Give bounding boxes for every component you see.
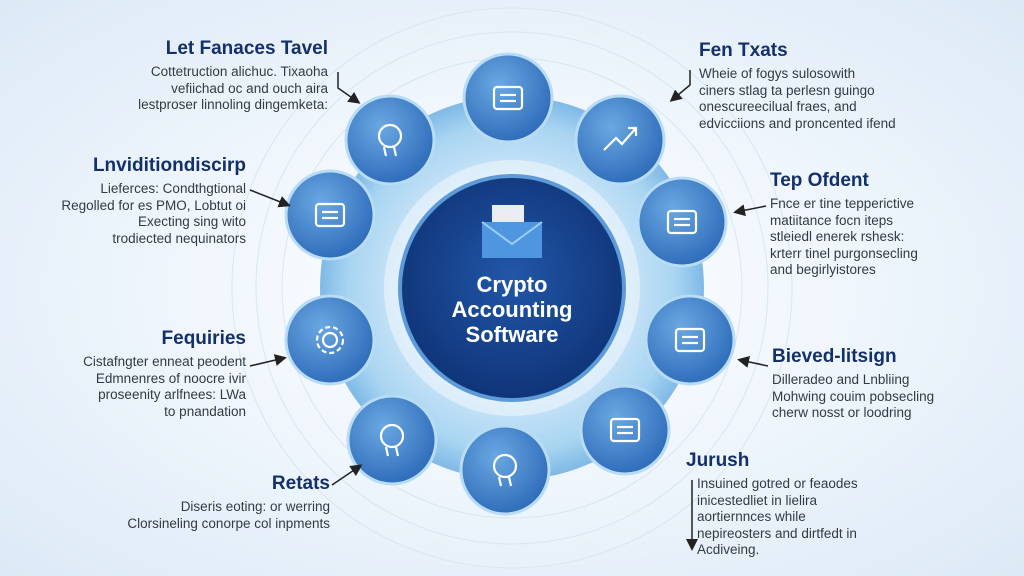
block-line: nepireosters and dirtfedt in: [697, 525, 857, 541]
document-pen-icon: [674, 327, 706, 353]
growth-chart-icon: [603, 126, 638, 151]
block-line: Insuined gotred or feaodes: [697, 476, 858, 491]
head-icon: [492, 453, 518, 487]
growth-chart-node: [574, 94, 666, 186]
block-line: Dilleradeo and Lnbliing: [772, 372, 910, 387]
block-line: lestproser linnoling dingemketa:: [138, 97, 328, 112]
title-line: Crypto: [476, 272, 548, 297]
block-line: Wheie of fogys sulosowith: [699, 66, 856, 81]
envelope-icon: [481, 205, 543, 258]
block-line: and begirlyistores: [770, 262, 876, 277]
block-line: ciners stlag ta perlesn guingo: [699, 82, 875, 98]
block-line: cherw nosst or loodring: [772, 405, 912, 420]
block-line: vefiichad oc and ouch aira: [171, 80, 328, 96]
block-title: Let Fanaces Tavel: [165, 38, 328, 59]
block-right-1: Fen Txats Wheie of fogys sulosowith cine…: [699, 40, 896, 132]
block-title: Retats: [271, 473, 330, 494]
block-line: Diseris eoting: or werring: [180, 499, 330, 514]
block-right-3: Bieved-litsign Dilleradeo and Lnbliing M…: [772, 346, 934, 422]
block-title: Fen Txats: [699, 40, 788, 61]
block-line: to pnandation: [164, 403, 246, 419]
title-line: Software: [465, 322, 559, 347]
block-line: Regolled for es PMO, Lobtut oi: [61, 197, 246, 213]
stand-icon: [666, 209, 698, 235]
block-title: Jurush: [686, 450, 750, 471]
block-line: edvicciions and proncented ifend: [699, 115, 896, 131]
brain-icon: [379, 423, 405, 457]
block-line: Lieferces: Condthgtional: [100, 181, 246, 196]
block-line: matiitance focn iteps: [770, 212, 894, 228]
stack-node: [462, 52, 554, 144]
block-line: proseenity arlfnees: LWa: [98, 387, 246, 402]
title-line: Accounting: [451, 297, 573, 322]
arrows: [249, 70, 769, 551]
block-line: Edmnenres of noocre ivir: [95, 370, 246, 386]
block-line: onescureecilual fraes, and: [699, 99, 857, 114]
stand-node: [636, 176, 728, 268]
block-title: Tep Ofdent: [770, 170, 869, 191]
printer-icon: [314, 202, 346, 228]
block-line: Cistafngter enneat peodent: [83, 354, 246, 369]
block-line: inicestedliet in lielira: [697, 492, 818, 508]
block-line: aortiernnces while: [697, 509, 806, 524]
block-line: Cottetruction alichuc. Tixaoha: [150, 64, 328, 79]
block-left-2: Lnviditiondiscirp Lieferces: Condthgtion…: [61, 155, 246, 247]
document-pen-node: [644, 294, 736, 386]
brain-node: [346, 394, 438, 486]
block-right-2: Tep Ofdent Fnce er tine tepperictive mat…: [770, 170, 918, 279]
gear-icon: [315, 325, 345, 355]
printer-node: [284, 169, 376, 261]
block-line: Acdiveing.: [697, 542, 760, 557]
block-line: Execting sing wito: [137, 214, 246, 229]
block-left-1: Let Fanaces Tavel Cottetruction alichuc.…: [138, 38, 328, 114]
head-node: [459, 424, 551, 516]
block-right-4: Jurush Insuined gotred or feaodes inices…: [686, 450, 858, 559]
gear-node: [284, 294, 376, 386]
block-title: Lnviditiondiscirp: [92, 155, 246, 176]
screen-node: [579, 384, 671, 476]
block-line: trodiected nequinators: [112, 230, 246, 246]
block-left-4: Retats Diseris eoting: or werring Clorsi…: [127, 473, 330, 532]
block-title: Fequiries: [161, 328, 246, 349]
block-line: Mohwing couim pobsecling: [772, 388, 935, 404]
block-left-3: Fequiries Cistafngter enneat peodent Edm…: [83, 328, 246, 420]
center-title: Crypto Accounting Software: [412, 272, 612, 347]
block-line: Fnce er tine tepperictive: [770, 196, 915, 211]
hand-icon: [377, 123, 403, 157]
block-line: krterr tinel purgonsecling: [770, 245, 918, 261]
screen-icon: [609, 417, 641, 443]
block-line: Clorsineling conorpe col inpments: [127, 515, 330, 531]
block-title: Bieved-litsign: [772, 346, 897, 367]
block-line: stleiedl enerek rshesk:: [770, 229, 905, 244]
stack-icon: [492, 85, 524, 111]
hand-node: [344, 94, 436, 186]
core-circle: [398, 174, 626, 402]
